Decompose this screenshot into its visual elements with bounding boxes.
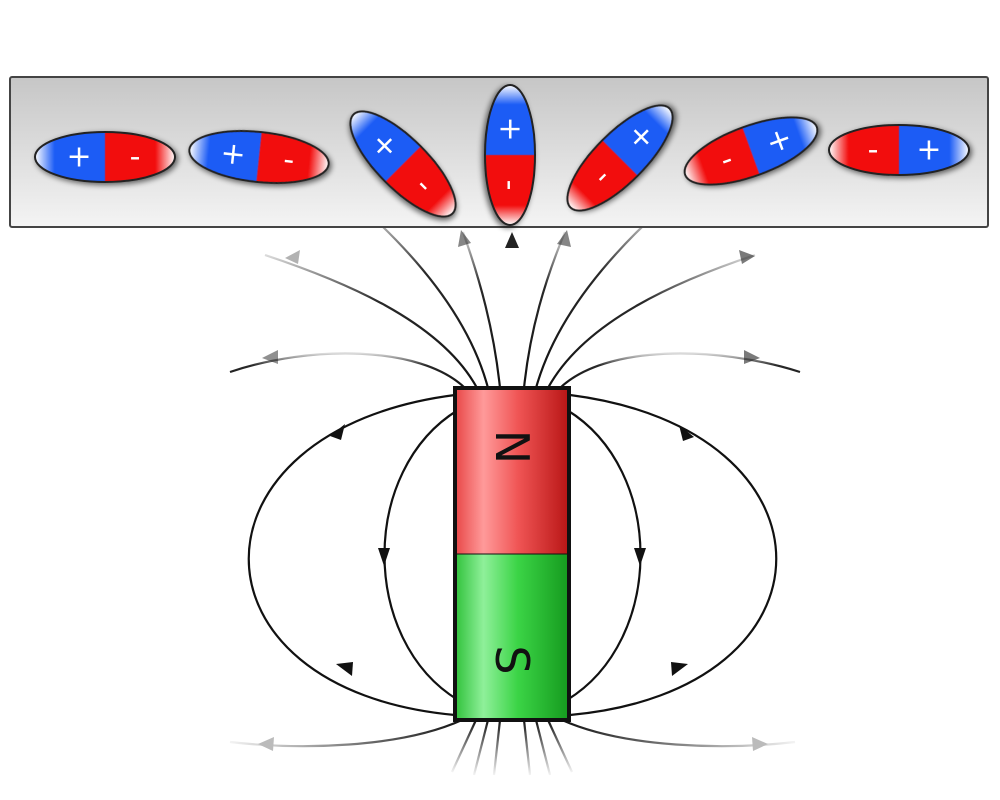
arrow-left-outer-top <box>330 424 345 440</box>
field-line-down-4 <box>472 719 490 776</box>
field-line-right-inner <box>566 409 642 701</box>
field-line-down-2 <box>492 719 502 776</box>
arrow-up-9 <box>744 350 760 364</box>
dipole-body <box>188 130 330 184</box>
dipole-7: -+ <box>828 124 970 176</box>
arrow-up-1 <box>505 232 519 248</box>
dipole-body <box>566 104 674 212</box>
dipole-right-sign: - <box>493 180 528 191</box>
dipole-left-sign: + <box>219 136 248 173</box>
field-line-up-2 <box>461 231 502 389</box>
arrow-down-right <box>752 737 768 751</box>
arrow-right-inner <box>634 548 646 566</box>
field-line-up-9 <box>559 352 801 389</box>
arrow-down-left <box>258 737 274 751</box>
dipole-body <box>683 116 819 186</box>
field-line-up-4 <box>364 209 490 389</box>
field-line-up-3 <box>522 231 567 389</box>
arrow-up-6 <box>285 250 300 264</box>
arrow-right-outer-bottom <box>671 662 688 676</box>
field-lines-up <box>229 209 801 389</box>
dipole-6: -+ <box>683 116 819 186</box>
field-line-left-outer <box>247 393 456 717</box>
arrow-up-7 <box>739 250 755 264</box>
south-pole <box>455 554 569 720</box>
field-line-down-6 <box>451 719 477 773</box>
arrow-up-3 <box>557 230 571 247</box>
north-label: N <box>485 430 539 464</box>
dipole-right-sign: - <box>282 142 296 178</box>
field-line-left-inner <box>383 409 459 701</box>
dipole-3: +- <box>349 110 457 218</box>
dipole-body <box>349 110 457 218</box>
field-line-up-5 <box>534 209 661 389</box>
field-lines-down <box>229 718 796 776</box>
field-arrows <box>330 424 694 676</box>
dipole-body <box>828 124 970 176</box>
dipole-tray: +-+-+-+--+-+-+ <box>9 76 989 228</box>
arrow-up-8 <box>262 350 278 364</box>
dipole-row: +-+-+-+--+-+-+ <box>34 84 970 226</box>
field-lines-closed <box>247 393 778 717</box>
dipole-5: -+ <box>566 104 674 212</box>
dipole-body <box>484 84 536 226</box>
north-pole <box>455 388 569 554</box>
dipole-left-sign: + <box>493 116 528 141</box>
dipole-left-sign: - <box>868 133 879 168</box>
arrow-up-2 <box>458 230 471 247</box>
field-line-up-7 <box>547 253 756 389</box>
field-line-down-8 <box>229 718 463 748</box>
dipole-left-sign: + <box>66 140 91 175</box>
field-line-down-3 <box>522 719 532 776</box>
field-line-down-7 <box>547 719 573 773</box>
field-line-down-9 <box>561 718 796 748</box>
dipole-right-sign: + <box>916 133 941 168</box>
dipole-1: +- <box>34 131 176 183</box>
field-line-up-8 <box>229 352 466 389</box>
field-line-up-6 <box>264 253 478 389</box>
arrow-left-outer-bottom <box>336 662 353 676</box>
field-line-right-outer <box>569 393 778 717</box>
field-line-down-5 <box>534 719 552 776</box>
field-arrows-down <box>258 737 768 751</box>
dipole-right-sign: - <box>130 140 141 175</box>
bar-magnet: N S <box>453 386 571 722</box>
arrow-left-inner <box>378 548 390 566</box>
dipole-2: +- <box>188 130 330 184</box>
arrow-right-outer-top <box>679 425 694 441</box>
field-arrows-up <box>262 230 760 364</box>
dipole-body <box>34 131 176 183</box>
south-label: S <box>485 645 539 674</box>
dipole-4: +- <box>484 84 536 226</box>
